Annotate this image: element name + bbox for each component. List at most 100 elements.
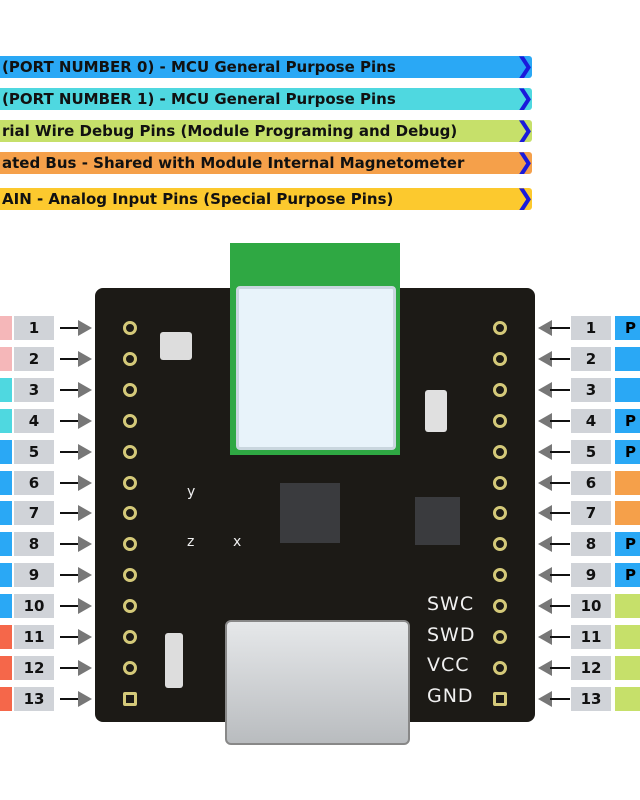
legend-text: (PORT NUMBER 1) - MCU General Purpose Pi… xyxy=(2,90,396,108)
left-pin-row: 7 xyxy=(0,501,95,526)
connector-line xyxy=(550,327,570,329)
pin-function-label xyxy=(615,686,640,711)
pin-function-label: P xyxy=(615,439,640,464)
left-pin-row: 8 xyxy=(0,532,95,557)
header-pad xyxy=(123,413,137,428)
vcc-label: VCC xyxy=(427,654,470,676)
header-pad xyxy=(123,321,137,335)
header-pad xyxy=(493,475,507,490)
connector-line xyxy=(60,512,80,515)
header-pad xyxy=(123,444,137,459)
pin-number: 5 xyxy=(14,439,54,464)
header-pad xyxy=(123,568,137,583)
pin-number: 1 xyxy=(571,316,611,340)
header-pad xyxy=(493,599,507,614)
pin-number: 3 xyxy=(571,377,611,402)
header-pad xyxy=(493,506,507,521)
arrow-icon xyxy=(538,412,552,429)
header-pad xyxy=(123,691,137,706)
left-pin-row: 12 xyxy=(0,655,95,680)
legend-text: ated Bus - Shared with Module Internal M… xyxy=(2,154,465,172)
pin-function-label: P xyxy=(615,408,640,433)
legend-item: rial Wire Debug Pins (Module Programing … xyxy=(0,120,532,142)
arrow-icon xyxy=(538,598,552,615)
pin-function-label xyxy=(615,501,640,526)
right-pin-row: 9 P xyxy=(535,563,640,588)
pcb-board: y z x SWC SWD VCC GND xyxy=(95,243,535,745)
pin-function-label xyxy=(615,377,640,402)
pin-number: 10 xyxy=(571,594,611,619)
legend-text: rial Wire Debug Pins (Module Programing … xyxy=(2,122,458,140)
axis-x-label: x xyxy=(233,534,243,550)
arrow-icon xyxy=(538,536,552,553)
right-pin-row: 4 P xyxy=(535,408,640,433)
header-pad xyxy=(493,444,507,459)
connector-line xyxy=(60,450,80,453)
arrow-icon xyxy=(538,350,552,367)
sensor-chip xyxy=(415,497,460,545)
connector-line xyxy=(60,636,80,638)
axis-y-label: y xyxy=(187,484,197,500)
right-pin-row: 13 xyxy=(535,686,640,711)
pin-function-label xyxy=(615,594,640,619)
pin-number: 8 xyxy=(14,532,54,557)
connector-line xyxy=(550,450,570,453)
legend-text: (PORT NUMBER 0) - MCU General Purpose Pi… xyxy=(2,58,396,76)
header-pad xyxy=(493,691,507,706)
chevron-right-icon: ❯ xyxy=(516,120,532,142)
header-pad xyxy=(123,660,137,675)
pin-number: 3 xyxy=(14,377,54,402)
arrow-icon xyxy=(538,567,552,584)
arrow-icon xyxy=(538,690,552,707)
pin-function-color xyxy=(0,470,12,495)
arrow-icon xyxy=(78,629,92,645)
component xyxy=(165,633,183,688)
left-pin-row: 10 xyxy=(0,594,95,619)
pin-function-label xyxy=(615,346,640,371)
pin-number: 9 xyxy=(571,563,611,588)
pin-function-label xyxy=(615,625,640,649)
mcu-chip xyxy=(280,483,340,543)
header-pad xyxy=(493,630,507,644)
pin-number: 8 xyxy=(571,532,611,557)
pin-function-label xyxy=(615,470,640,495)
legend-item: ated Bus - Shared with Module Internal M… xyxy=(0,152,532,174)
pin-number: 12 xyxy=(571,655,611,680)
pin-function-color xyxy=(0,501,12,526)
pin-function-color xyxy=(0,655,12,680)
connector-line xyxy=(550,605,570,608)
connector-line xyxy=(60,697,80,700)
pin-number: 2 xyxy=(14,346,54,371)
legend-item: AIN - Analog Input Pins (Special Purpose… xyxy=(0,188,532,210)
header-pad xyxy=(123,475,137,490)
header-pad xyxy=(493,568,507,583)
connector-line xyxy=(60,388,80,391)
pin-number: 4 xyxy=(14,408,54,433)
pin-function-color xyxy=(0,346,12,371)
header-pad xyxy=(493,351,507,366)
arrow-icon xyxy=(78,659,92,676)
header-pad xyxy=(123,599,137,614)
left-pin-row: 11 xyxy=(0,625,95,649)
arrow-icon xyxy=(538,629,552,645)
connector-line xyxy=(550,543,570,546)
left-pin-row: 2 xyxy=(0,346,95,371)
left-pin-row: 3 xyxy=(0,377,95,402)
pin-number: 12 xyxy=(14,655,54,680)
connector-line xyxy=(550,388,570,391)
connector-line xyxy=(60,481,80,484)
pin-number: 2 xyxy=(571,346,611,371)
swc-label: SWC xyxy=(427,593,475,615)
right-pin-row: 2 xyxy=(535,346,640,371)
connector-line xyxy=(550,574,570,577)
pin-function-label: P xyxy=(615,563,640,588)
header-pad xyxy=(493,660,507,675)
right-pin-row: 5 P xyxy=(535,439,640,464)
arrow-icon xyxy=(538,505,552,522)
pin-function-label: P xyxy=(615,316,640,340)
right-pin-row: 3 xyxy=(535,377,640,402)
connector-line xyxy=(550,512,570,515)
arrow-icon xyxy=(78,412,92,429)
right-pin-row: 10 xyxy=(535,594,640,619)
pin-function-color xyxy=(0,532,12,557)
